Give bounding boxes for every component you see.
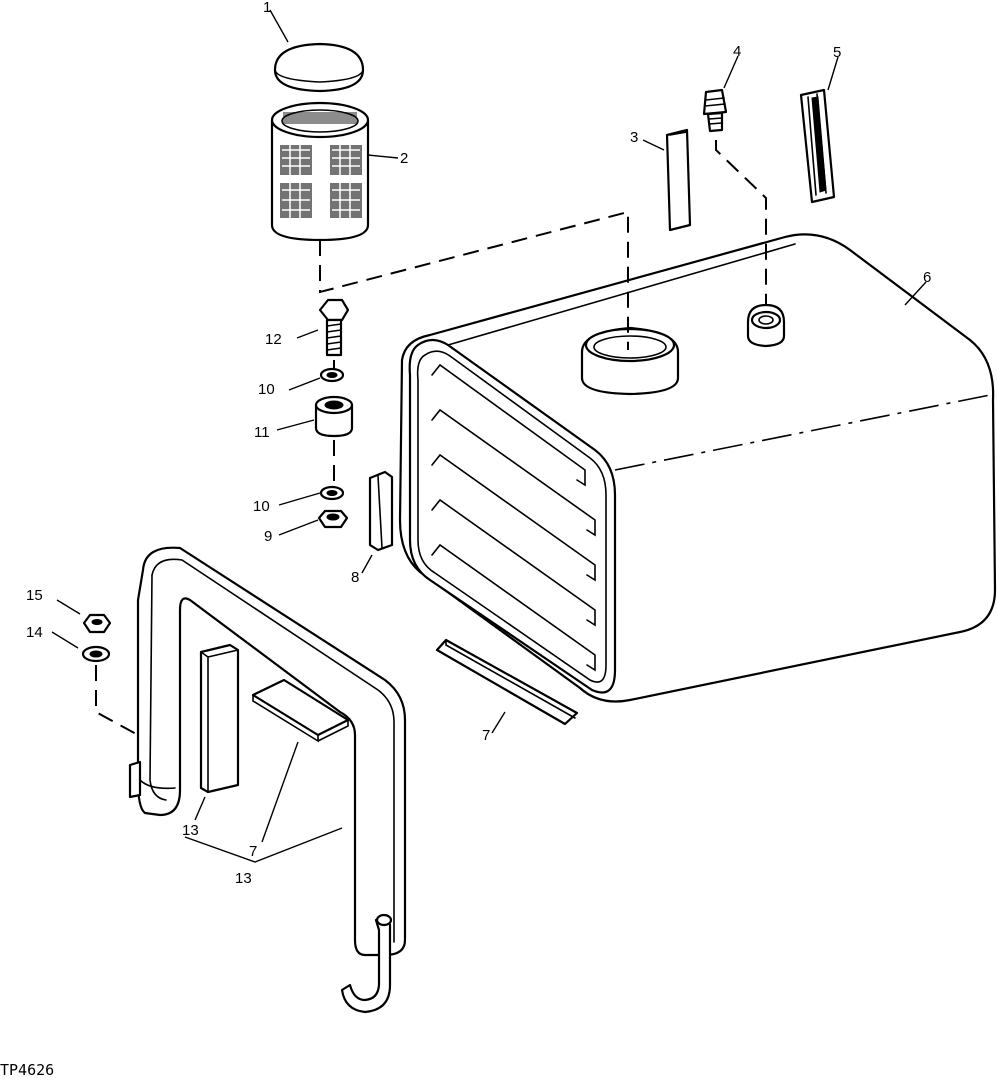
part-11-spacer — [314, 395, 354, 438]
callout-7-strap: 7 — [249, 843, 257, 860]
callout-6: 6 — [923, 269, 931, 286]
part-1-cap — [273, 42, 365, 93]
part-10-washer-upper — [319, 367, 345, 383]
part-8-edge-seal — [368, 470, 394, 552]
callout-15: 15 — [26, 587, 43, 604]
part-6-hydraulic-tank — [398, 233, 997, 703]
callout-10-upper: 10 — [258, 381, 275, 398]
part-13-pad — [199, 643, 240, 794]
callout-14: 14 — [26, 624, 43, 641]
callout-13-strap: 13 — [235, 870, 252, 887]
part-9-nut — [317, 509, 349, 529]
fitting-port — [746, 303, 786, 348]
callout-4: 4 — [733, 43, 741, 60]
callout-12: 12 — [265, 331, 282, 348]
callout-9: 9 — [264, 528, 272, 545]
callout-8: 8 — [351, 569, 359, 586]
callout-10-lower: 10 — [253, 498, 270, 515]
part-7-pad — [251, 678, 350, 743]
part-7-wear-strip — [435, 638, 579, 726]
callout-labels: 1 2 3 4 5 6 12 10 11 10 9 8 15 14 7 13 7… — [26, 0, 931, 887]
part-13-strap — [128, 546, 407, 1014]
leader-lines — [51, 9, 927, 863]
part-12-cap-screw — [318, 298, 350, 357]
callout-13-pad: 13 — [182, 822, 199, 839]
callout-7-tank: 7 — [482, 727, 490, 744]
strap-hook — [340, 913, 393, 1014]
callout-2: 2 — [400, 150, 408, 167]
callout-3: 3 — [630, 129, 638, 146]
callout-1: 1 — [263, 0, 271, 16]
part-15-nut — [82, 613, 112, 634]
callout-5: 5 — [833, 44, 841, 61]
mesh-patches — [280, 112, 362, 218]
part-5-channel-seal — [799, 88, 836, 204]
filler-neck — [580, 326, 680, 396]
figure-reference-id: TP4626 — [0, 1061, 54, 1078]
part-3-strip — [665, 128, 692, 232]
part-10-washer-lower — [319, 485, 345, 501]
part-14-washer — [81, 645, 111, 663]
end-face-ribs — [431, 363, 596, 672]
part-4-fitting — [702, 88, 728, 133]
callout-11: 11 — [254, 424, 270, 441]
assembly-dashed-lines — [95, 140, 767, 736]
part-2-strainer-screen — [270, 101, 370, 242]
